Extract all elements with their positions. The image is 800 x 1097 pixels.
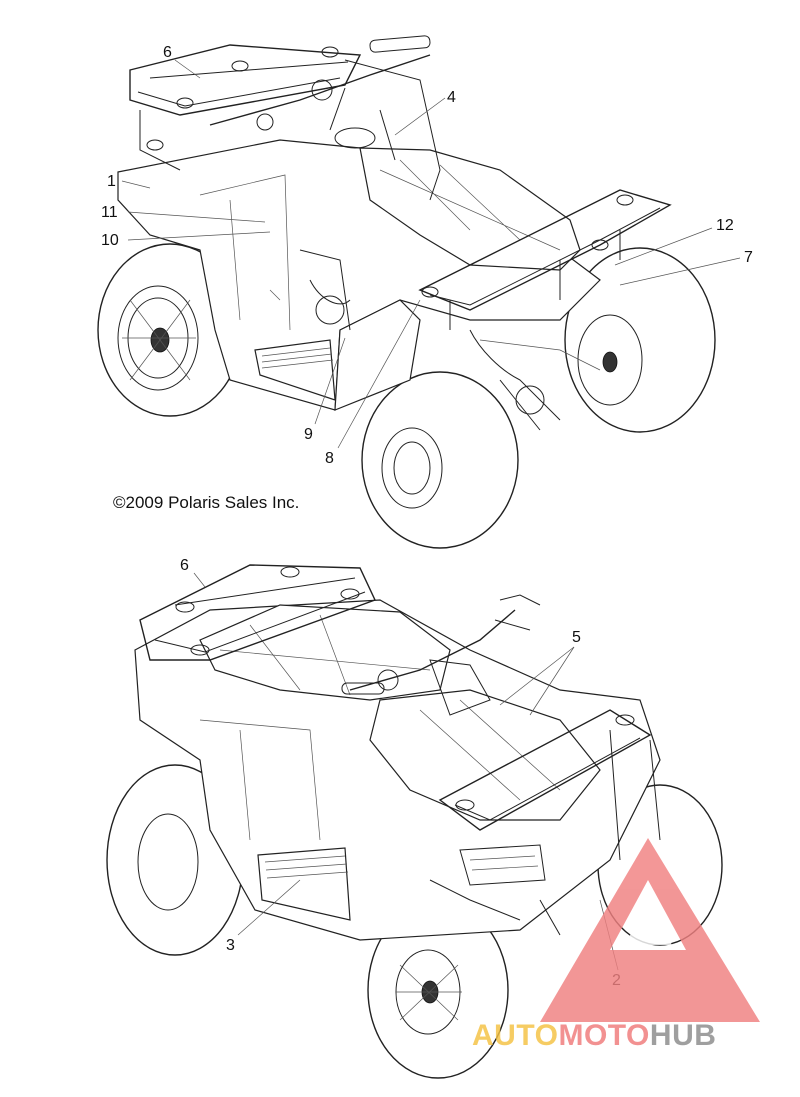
- front-wheel: [361, 371, 519, 549]
- callout-11: 11: [101, 204, 118, 221]
- rear-right-wheel: [564, 247, 716, 433]
- watermark-text: AUTOMOTOHUB: [472, 1019, 716, 1052]
- bottom-rear-rack: [139, 564, 376, 661]
- callout-9: 9: [304, 426, 313, 443]
- handlebars: [209, 35, 431, 149]
- callout-5: 5: [572, 629, 581, 646]
- callout-4: 4: [447, 89, 456, 106]
- watermark-triangle-inner: [625, 900, 672, 945]
- watermark-triangle-logo: [540, 838, 760, 1022]
- callout-1: 1: [107, 173, 116, 190]
- callout-7: 7: [744, 249, 753, 266]
- top-callouts: 6 4 1 11 10 12 7 9 8: [101, 44, 753, 467]
- copyright-notice: ©2009 Polaris Sales Inc.: [113, 493, 299, 512]
- callout-6-bottom: 6: [180, 557, 189, 574]
- bottom-handlebars: [341, 594, 541, 695]
- callout-3: 3: [226, 937, 235, 954]
- callout-8: 8: [325, 450, 334, 467]
- callout-12: 12: [716, 217, 734, 234]
- callout-10: 10: [101, 232, 119, 249]
- callout-6-top: 6: [163, 44, 172, 61]
- bottom-front-rack: [438, 709, 661, 861]
- atv-rear-view-illustration: [97, 35, 716, 549]
- rear-rack: [129, 44, 362, 171]
- front-rack: [418, 189, 672, 330]
- automotohub-watermark: AUTOMOTOHUB: [472, 838, 760, 1052]
- atv-front-view-illustration: [106, 564, 723, 1079]
